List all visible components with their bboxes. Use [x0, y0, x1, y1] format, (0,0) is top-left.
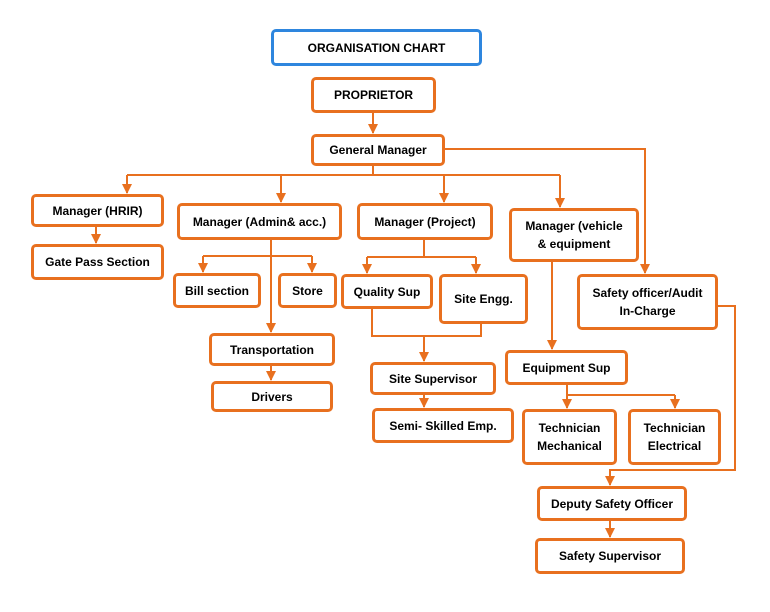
node-bill-section: Bill section: [173, 273, 261, 308]
chart-title: ORGANISATION CHART: [271, 29, 482, 66]
node-equipment-sup: Equipment Sup: [505, 350, 628, 385]
node-drivers: Drivers: [211, 381, 333, 412]
node-manager-admin: Manager (Admin& acc.): [177, 203, 342, 240]
node-safety-officer: Safety officer/Audit In-Charge: [577, 274, 718, 330]
connector-gm-safety: [445, 148, 650, 274]
node-manager-project: Manager (Project): [357, 203, 493, 240]
node-general-manager: General Manager: [311, 134, 445, 166]
node-technician-mechanical: Technician Mechanical: [522, 409, 617, 465]
connector-safety-deputy: [605, 305, 736, 486]
connector-quality-siteengg-join: [371, 309, 482, 337]
node-gate-pass-section: Gate Pass Section: [31, 244, 164, 280]
node-proprietor: PROPRIETOR: [311, 77, 436, 113]
node-site-engg: Site Engg.: [439, 274, 528, 324]
node-quality-sup: Quality Sup: [341, 274, 433, 309]
node-site-supervisor: Site Supervisor: [370, 362, 496, 395]
node-safety-supervisor: Safety Supervisor: [535, 538, 685, 574]
node-transportation: Transportation: [209, 333, 335, 366]
node-manager-vehicle-equipment: Manager (vehicle & equipment: [509, 208, 639, 262]
node-deputy-safety-officer: Deputy Safety Officer: [537, 486, 687, 521]
node-semi-skilled-emp: Semi- Skilled Emp.: [372, 408, 514, 443]
node-manager-hrir: Manager (HRIR): [31, 194, 164, 227]
node-store: Store: [278, 273, 337, 308]
node-technician-electrical: Technician Electrical: [628, 409, 721, 465]
